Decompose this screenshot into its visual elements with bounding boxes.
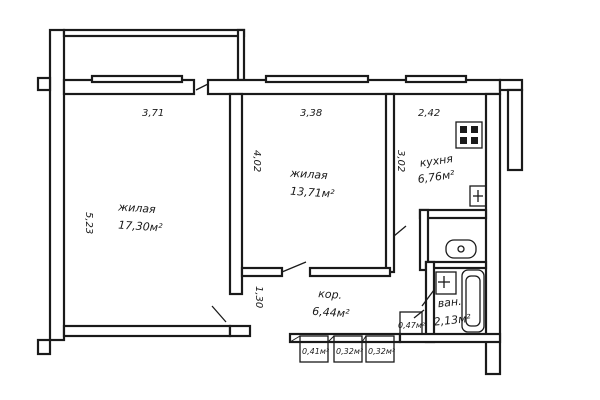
left-wall-pillar <box>36 76 52 92</box>
dimension-height-kitchen: 3,02 <box>395 150 406 172</box>
washbasin-drain-icon <box>457 245 465 253</box>
structural-walls <box>36 28 524 376</box>
left-exterior-wall <box>48 28 66 342</box>
kitchen-fixtures <box>455 121 487 207</box>
bathtub-icon <box>461 269 485 333</box>
stove-burner-icon <box>471 137 478 144</box>
bathroom-name: ван. <box>437 295 462 310</box>
room2-area: 13,71м² <box>290 185 336 201</box>
bathroom-fixtures <box>435 239 485 333</box>
wall-room2-kitchen <box>384 92 396 274</box>
room2-name: жилая <box>289 167 329 183</box>
stove-burner-icon <box>460 126 467 133</box>
storage-closets <box>289 311 423 363</box>
right-exterior-wall <box>484 92 502 376</box>
bathtub-inner-icon <box>465 275 481 327</box>
wall-kitchen-bath-vertical <box>418 208 430 272</box>
dimension-labels: 3,71 3,38 2,42 5,23 4,02 3,02 1,30 <box>83 108 440 308</box>
door-kitchen <box>393 225 407 237</box>
hatch-line <box>361 335 367 343</box>
door-room2 <box>281 261 307 273</box>
hatch-line <box>289 335 301 343</box>
bottom-wall-room1 <box>62 324 232 338</box>
top-left-frame <box>62 28 246 38</box>
window-room2 <box>264 74 370 84</box>
corridor-name: кор. <box>318 287 343 302</box>
dimension-width-room1: 3,71 <box>142 108 164 119</box>
washbasin-icon <box>445 239 477 259</box>
bathroom-area: 2,13м² <box>433 312 472 329</box>
storage-closet-3 <box>365 335 395 363</box>
toilet-box-icon <box>435 271 457 295</box>
bottom-wall-room2-left <box>240 266 284 278</box>
wall-room1-room2 <box>228 92 244 296</box>
dimension-height-room2: 4,02 <box>251 150 262 172</box>
doors <box>195 83 435 323</box>
door-bath <box>421 289 435 307</box>
corridor-area: 6,44м² <box>312 305 351 321</box>
toilet-closet <box>399 311 423 335</box>
corridor-bottom-left <box>228 324 252 338</box>
storage-closet-1 <box>299 335 329 363</box>
storage1-area: 0,41м² <box>302 347 330 356</box>
right-wall-stub-top <box>498 78 524 92</box>
window-kitchen <box>404 74 468 84</box>
wall-kitchen-bath <box>418 208 488 220</box>
stove-icon <box>455 121 483 149</box>
right-wall-pillar <box>506 88 524 172</box>
kitchen-name: кухня <box>419 152 454 170</box>
room-labels: жилая 17,30м² жилая 13,71м² кухня 6,76м²… <box>117 152 472 356</box>
door-entrance <box>195 83 209 91</box>
dimension-corridor: 1,30 <box>253 286 264 308</box>
dimension-width-kitchen: 2,42 <box>418 108 440 119</box>
bath-bottom-wall <box>398 332 502 344</box>
storage2-area: 0,32м² <box>336 347 364 356</box>
storage-closet-2 <box>333 335 363 363</box>
bottom-wall-room2-right <box>308 266 392 278</box>
sink-icon <box>469 185 487 207</box>
room1-name: жилая <box>117 200 157 216</box>
kitchen-area: 6,76м² <box>417 168 456 186</box>
stove-burner-icon <box>471 126 478 133</box>
storage3-area: 0,32м² <box>368 347 396 356</box>
room1-area: 17,30м² <box>118 218 164 234</box>
top-left-frame-side <box>236 28 246 82</box>
dimension-height-room1: 5,23 <box>83 212 94 234</box>
door-room1 <box>211 305 227 323</box>
stove-burner-icon <box>460 137 467 144</box>
corridor-bottom-storage <box>288 332 402 344</box>
window-room1 <box>90 74 184 84</box>
toilet-area: 0,47м² <box>398 321 426 330</box>
wall-bath-left <box>424 260 436 344</box>
left-wall-pillar-bottom <box>36 338 52 356</box>
dimension-width-room2: 3,38 <box>300 108 322 119</box>
door-toilet <box>413 309 425 319</box>
hatch-line <box>327 335 335 343</box>
